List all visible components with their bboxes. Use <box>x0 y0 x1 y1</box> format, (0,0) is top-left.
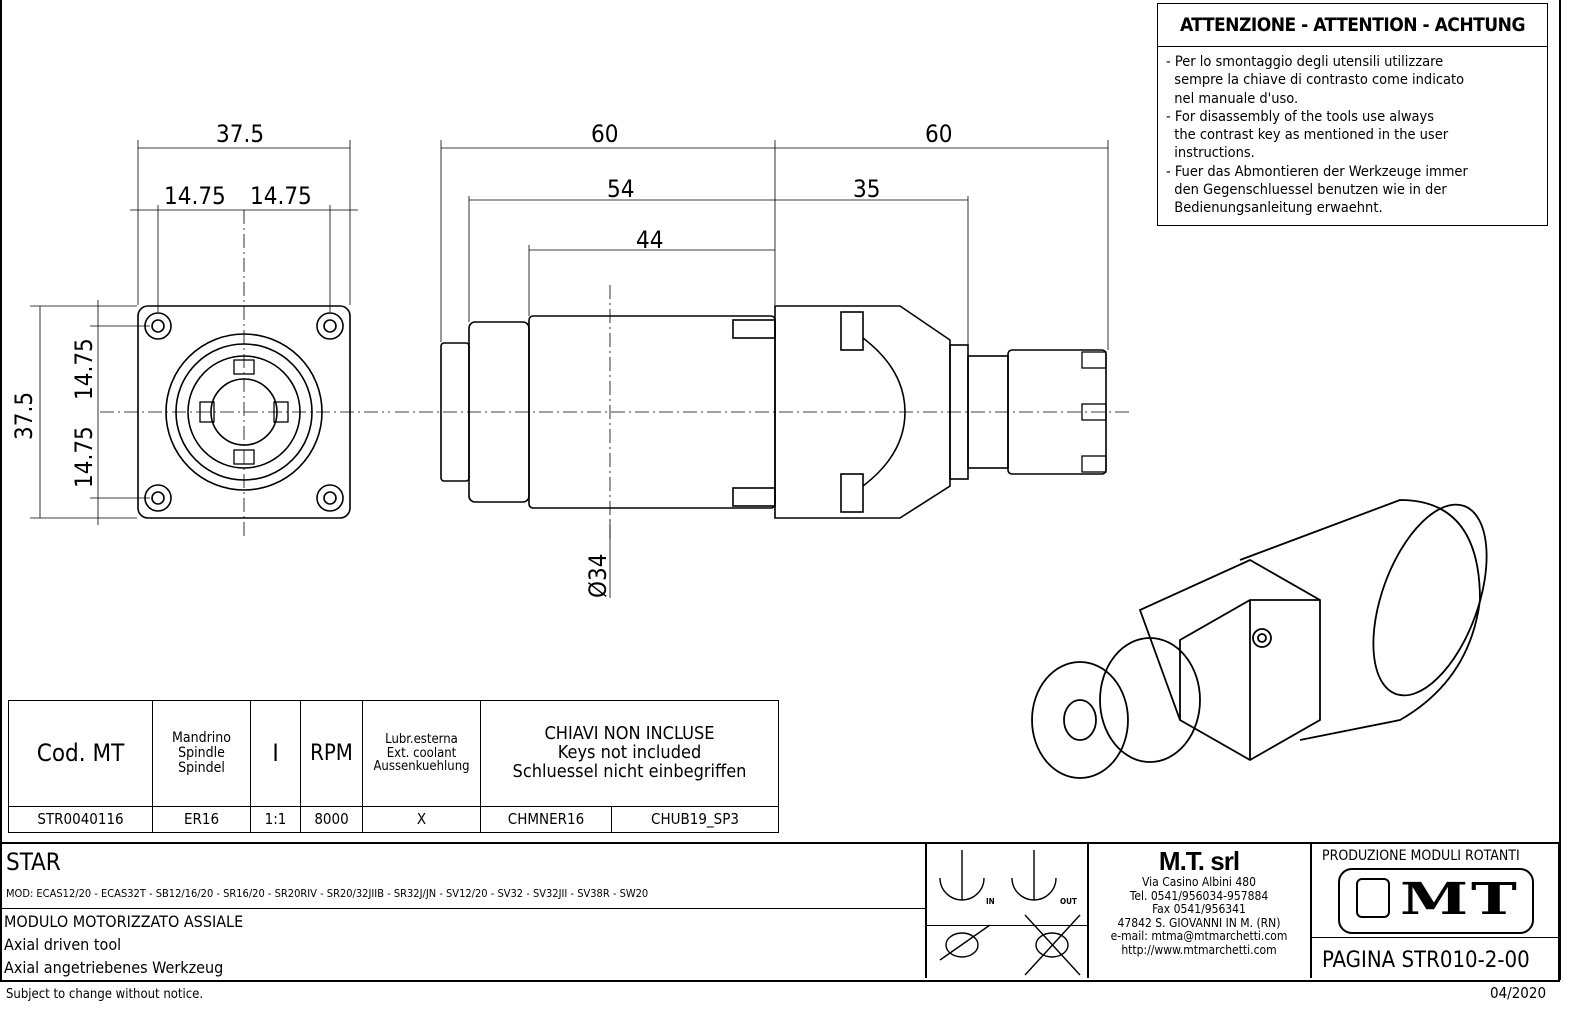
cell-rpm: 8000 <box>300 806 363 833</box>
header-ratio: I <box>250 700 301 807</box>
company-line: Fax 0541/956341 <box>1152 902 1246 916</box>
title-block <box>0 842 1560 982</box>
company-line: http://www.mtmarchetti.com <box>1121 942 1277 957</box>
header-line: Schluessel nicht einbegriffen <box>512 760 747 782</box>
machine-name: STAR <box>6 848 61 876</box>
header-line: CHIAVI NON INCLUSE <box>544 723 715 745</box>
production-label: PRODUZIONE MODULI ROTANTI <box>1322 848 1520 864</box>
bolt-holes <box>144 312 344 512</box>
footer-date: 04/2020 <box>1490 984 1547 1002</box>
header-line: Aussenkuehlung <box>373 759 470 775</box>
dim-side-left-60: 60 <box>591 120 619 148</box>
warning-line: instructions. <box>1166 145 1255 162</box>
logo-text: MT <box>1400 874 1520 925</box>
header-rpm: RPM <box>300 700 363 807</box>
header-line: Ext. coolant <box>386 745 457 761</box>
warning-line: sempre la chiave di contrasto come indic… <box>1166 72 1465 89</box>
company-name: M.T. srl <box>1158 846 1240 876</box>
warning-line: nel manuale d'uso. <box>1166 90 1299 107</box>
cell-key1: CHMNER16 <box>480 806 612 833</box>
warning-line: - Per lo smontaggio degli utensili utili… <box>1166 54 1444 70</box>
header-line: Mandrino <box>172 730 231 747</box>
company-line: Via Casino Albini 480 <box>1142 875 1256 889</box>
dim-35: 35 <box>853 175 881 203</box>
mt-logo: MT <box>1338 868 1534 934</box>
warning-title: ATTENZIONE - ATTENTION - ACHTUNG <box>1158 4 1547 47</box>
company-line: e-mail: mtma@mtmarchetti.com <box>1110 929 1288 943</box>
cell-ratio: 1:1 <box>250 806 301 833</box>
dim-front-width: 37.5 <box>216 120 265 148</box>
models-list: MOD: ECAS12/20 - ECAS32T - SB12/16/20 - … <box>6 887 649 900</box>
warning-line: den Gegenschluessel benutzen wie in der <box>1166 182 1447 199</box>
warning-line: - For disassembly of the tools use alway… <box>1166 108 1435 125</box>
dim-front-half-left: 14.75 <box>164 182 226 210</box>
table-row: STR0040116 ER16 1:1 8000 X CHMNER16 CHUB… <box>8 806 779 833</box>
desc-it: MODULO MOTORIZZATO ASSIALE <box>4 912 244 931</box>
header-line: Lubr.esterna <box>385 732 458 748</box>
dim-44: 44 <box>636 226 664 254</box>
side-view <box>395 140 1130 598</box>
warning-line: - Fuer das Abmontieren der Werkzeuge imm… <box>1166 163 1468 180</box>
rotation-in-label: IN <box>986 897 995 906</box>
header-cod: Cod. MT <box>8 700 153 807</box>
footer-notice: Subject to change without notice. <box>6 987 204 1002</box>
page-number: PAGINA STR010-2-00 <box>1322 948 1530 973</box>
header-line: Keys not included <box>557 742 702 764</box>
cell-code: STR0040116 <box>8 806 153 833</box>
cell-spindle: ER16 <box>152 806 251 833</box>
desc-en: Axial driven tool <box>4 935 122 954</box>
cell-key2: CHUB19_SP3 <box>611 806 779 833</box>
rotation-icons <box>939 850 1081 976</box>
dim-54: 54 <box>607 175 635 203</box>
dim-front-height: 37.5 <box>10 391 38 440</box>
logo-module-icon <box>1356 878 1390 918</box>
dim-front-half-top: 14.75 <box>70 338 98 400</box>
warning-line: Bedienungsanleitung erwaehnt. <box>1166 200 1383 217</box>
dim-diameter: Ø34 <box>584 553 612 598</box>
header-line: Spindel <box>178 759 225 776</box>
cell-coolant: X <box>362 806 481 833</box>
header-line: Spindle <box>178 745 225 762</box>
warning-line: the contrast key as mentioned in the use… <box>1166 127 1449 144</box>
dim-front-half-bottom: 14.75 <box>70 426 98 488</box>
isometric-view <box>1031 499 1488 779</box>
company-info: M.T. srl Via Casino Albini 480 Tel. 0541… <box>1089 846 1309 957</box>
desc-de: Axial angetriebenes Werkzeug <box>4 958 224 977</box>
company-line: 47842 S. GIOVANNI IN M. (RN) <box>1117 915 1281 930</box>
rotation-out-label: OUT <box>1060 897 1077 906</box>
dim-front-half-right: 14.75 <box>250 182 312 210</box>
dim-side-right-60: 60 <box>925 120 953 148</box>
company-line: Tel. 0541/956034-957884 <box>1129 888 1269 903</box>
warning-box: ATTENZIONE - ATTENTION - ACHTUNG - Per l… <box>1157 3 1548 226</box>
front-view <box>30 140 390 540</box>
